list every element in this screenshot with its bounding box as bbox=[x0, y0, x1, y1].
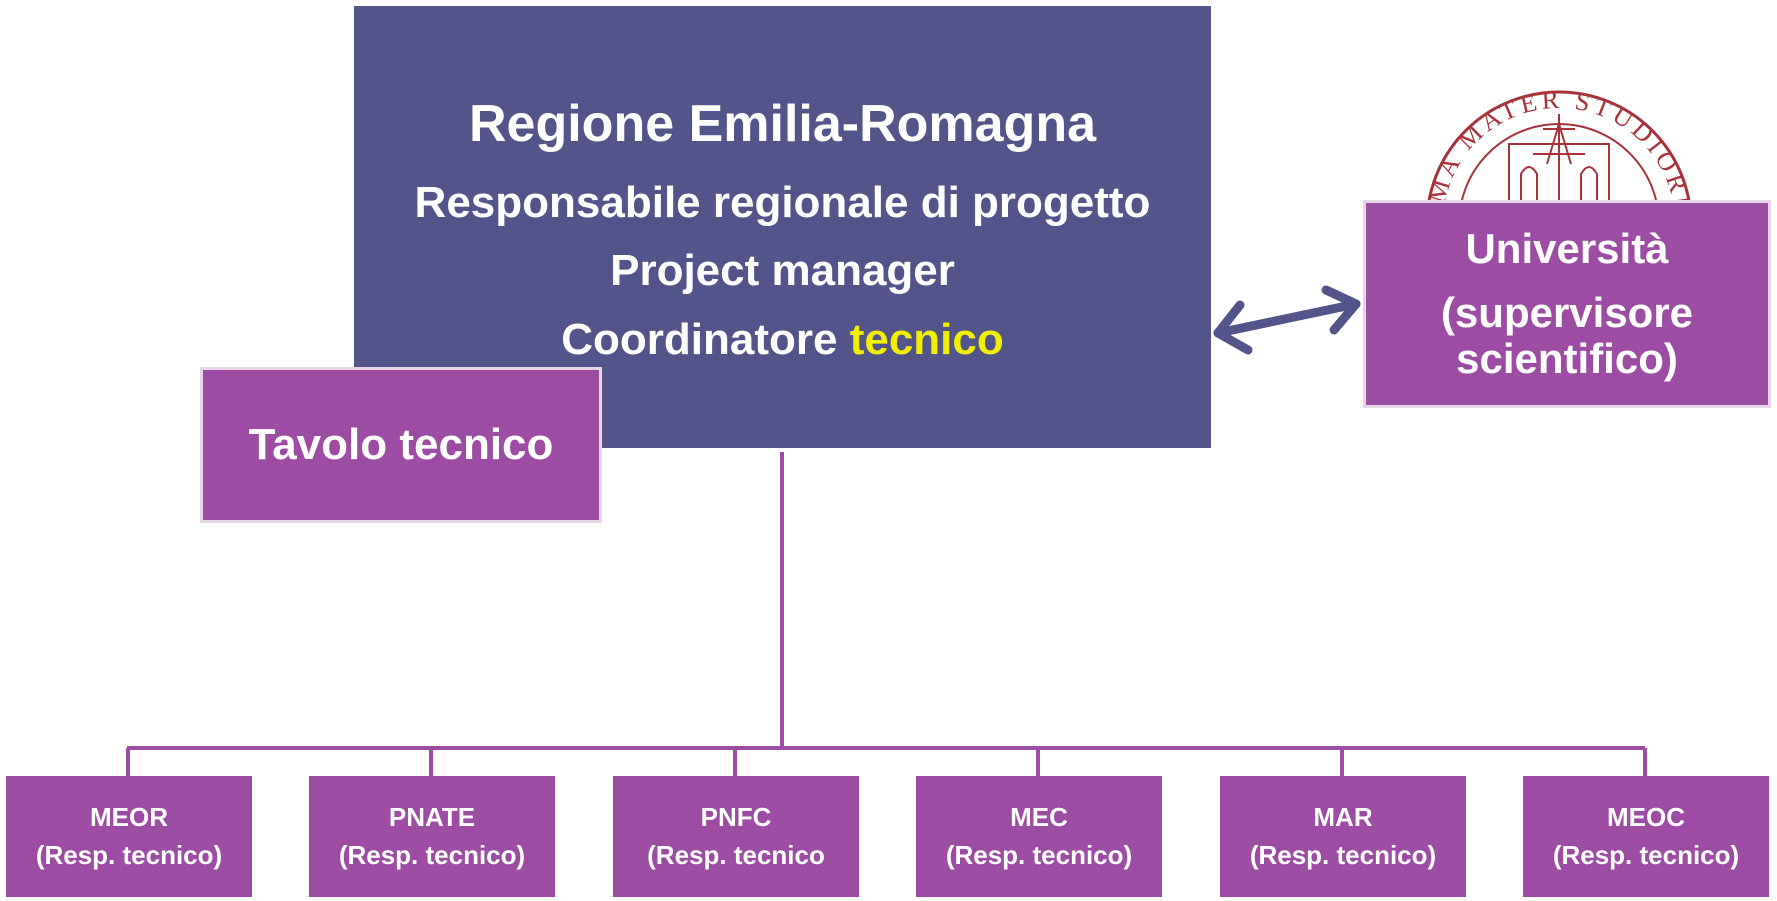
unit-role: (Resp. tecnico) bbox=[338, 839, 526, 870]
regione-line-project-manager: Project manager bbox=[610, 246, 955, 295]
regione-line-responsabile: Responsabile regionale di progetto bbox=[414, 178, 1151, 227]
unit-name: MEC bbox=[1010, 801, 1068, 832]
unit-role: (Resp. tecnico) bbox=[1249, 839, 1437, 870]
universita-title: Università bbox=[1465, 225, 1669, 272]
unit-box-mar: MAR (Resp. tecnico) bbox=[1220, 776, 1466, 897]
unit-name: MAR bbox=[1313, 801, 1373, 832]
coordinatore-highlight: tecnico bbox=[849, 315, 1004, 364]
university-seal-icon: ALMA MATER STUDIORUM bbox=[1423, 54, 1695, 204]
unit-box-pnate: PNATE (Resp. tecnico) bbox=[309, 776, 555, 897]
universita-role-line1: (supervisore bbox=[1440, 289, 1694, 336]
tavolo-tecnico-box: Tavolo tecnico bbox=[200, 367, 602, 523]
unit-box-pnfc: PNFC (Resp. tecnico bbox=[613, 776, 859, 897]
regione-box: Regione Emilia-Romagna Responsabile regi… bbox=[354, 6, 1211, 448]
tavolo-tecnico-label: Tavolo tecnico bbox=[248, 420, 554, 469]
unit-name: MEOR bbox=[90, 801, 168, 832]
unit-box-meor: MEOR (Resp. tecnico) bbox=[6, 776, 252, 897]
universita-box: Università (supervisore scientifico) bbox=[1363, 200, 1771, 408]
unit-role: (Resp. tecnico) bbox=[945, 839, 1133, 870]
unit-name: MEOC bbox=[1607, 801, 1685, 832]
coordinatore-label: Coordinatore bbox=[561, 315, 838, 364]
unit-box-meoc: MEOC (Resp. tecnico) bbox=[1523, 776, 1769, 897]
unit-name: PNATE bbox=[388, 801, 476, 832]
unit-name: PNFC bbox=[700, 801, 772, 832]
regione-line-coordinatore: Coordinatore tecnico bbox=[354, 315, 1211, 365]
unit-role: (Resp. tecnico) bbox=[35, 839, 223, 870]
unit-box-mec: MEC (Resp. tecnico) bbox=[916, 776, 1162, 897]
double-arrow-icon bbox=[1213, 285, 1361, 355]
regione-title: Regione Emilia-Romagna bbox=[469, 95, 1096, 153]
unit-role: (Resp. tecnico bbox=[647, 839, 825, 870]
unit-role: (Resp. tecnico) bbox=[1552, 839, 1740, 870]
universita-role-line2: scientifico) bbox=[1456, 335, 1678, 382]
